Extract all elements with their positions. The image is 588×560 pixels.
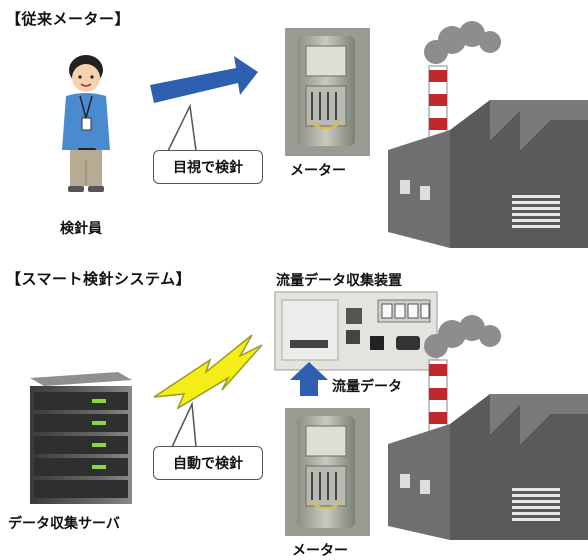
flow-data-label: 流量データ bbox=[332, 379, 402, 395]
meter-label-top: メーター bbox=[290, 163, 346, 179]
meter-label-bottom: メーター bbox=[292, 543, 348, 559]
person-icon bbox=[62, 55, 110, 192]
arrow-icon bbox=[290, 362, 328, 396]
inspector-label: 検針員 bbox=[60, 221, 102, 237]
device-label: 流量データ収集装置 bbox=[276, 273, 402, 289]
device-icon bbox=[274, 291, 438, 371]
arrow-icon bbox=[150, 56, 258, 103]
meter-icon bbox=[285, 408, 370, 536]
lightning-icon bbox=[153, 334, 263, 410]
factory-icon bbox=[388, 21, 588, 248]
automatic-inspection-callout: 自動で検針 bbox=[153, 446, 263, 480]
server-label: データ収集サーバ bbox=[8, 516, 120, 532]
visual-inspection-callout: 目視で検針 bbox=[153, 150, 263, 184]
factory-icon bbox=[388, 315, 588, 540]
server-icon bbox=[30, 372, 132, 504]
smart-heading: 【スマート検針システム】 bbox=[6, 270, 192, 288]
conventional-heading: 【従来メーター】 bbox=[6, 10, 131, 28]
meter-icon bbox=[285, 28, 370, 156]
